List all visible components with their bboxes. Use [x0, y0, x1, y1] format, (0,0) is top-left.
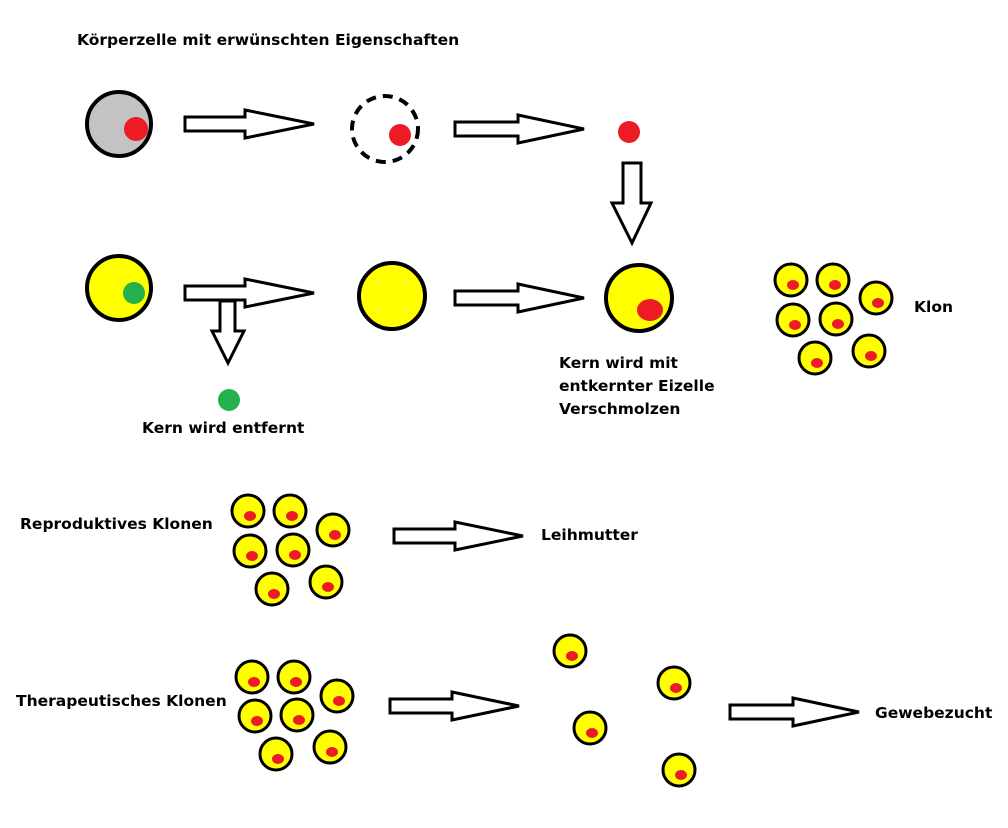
arrow-right-6	[388, 690, 520, 722]
arrow-right-7	[728, 696, 860, 728]
enucleated-egg	[357, 261, 427, 331]
somatic-cell-label: Körperzelle mit erwünschten Eigenschafte…	[77, 31, 460, 49]
reproductive-cloning-label: Reproduktives Klonen	[20, 515, 213, 533]
fusion-label-line2: entkernter Eizelle	[559, 377, 715, 395]
fusion-label-line3: Verschmolzen	[559, 400, 681, 418]
arrow-right-5	[392, 520, 524, 552]
reproductive-cluster	[230, 493, 351, 607]
arrow-right-3	[183, 277, 315, 309]
arrow-right-1	[183, 108, 315, 140]
dissolving-cell	[350, 94, 420, 164]
surrogate-label: Leihmutter	[541, 526, 638, 544]
removed-nucleus	[218, 389, 240, 411]
isolated-nucleus	[618, 121, 640, 143]
nucleus-removed-label: Kern wird entfernt	[142, 419, 305, 437]
fusion-label-line1: Kern wird mit	[559, 354, 678, 372]
therapeutic-cloning-label: Therapeutisches Klonen	[16, 692, 227, 710]
arrow-down-1	[609, 161, 654, 247]
egg-cell	[85, 254, 153, 322]
clone-cluster	[773, 262, 894, 376]
tissue-culture-label: Gewebezucht	[875, 704, 993, 722]
arrow-right-4	[453, 282, 585, 314]
clone-label: Klon	[914, 298, 954, 316]
scattered-cells	[552, 633, 697, 788]
therapeutic-cluster	[234, 659, 355, 772]
fused-egg	[604, 263, 674, 333]
arrow-right-2	[453, 113, 585, 145]
somatic-cell	[85, 90, 153, 158]
arrow-down-2	[209, 299, 247, 367]
